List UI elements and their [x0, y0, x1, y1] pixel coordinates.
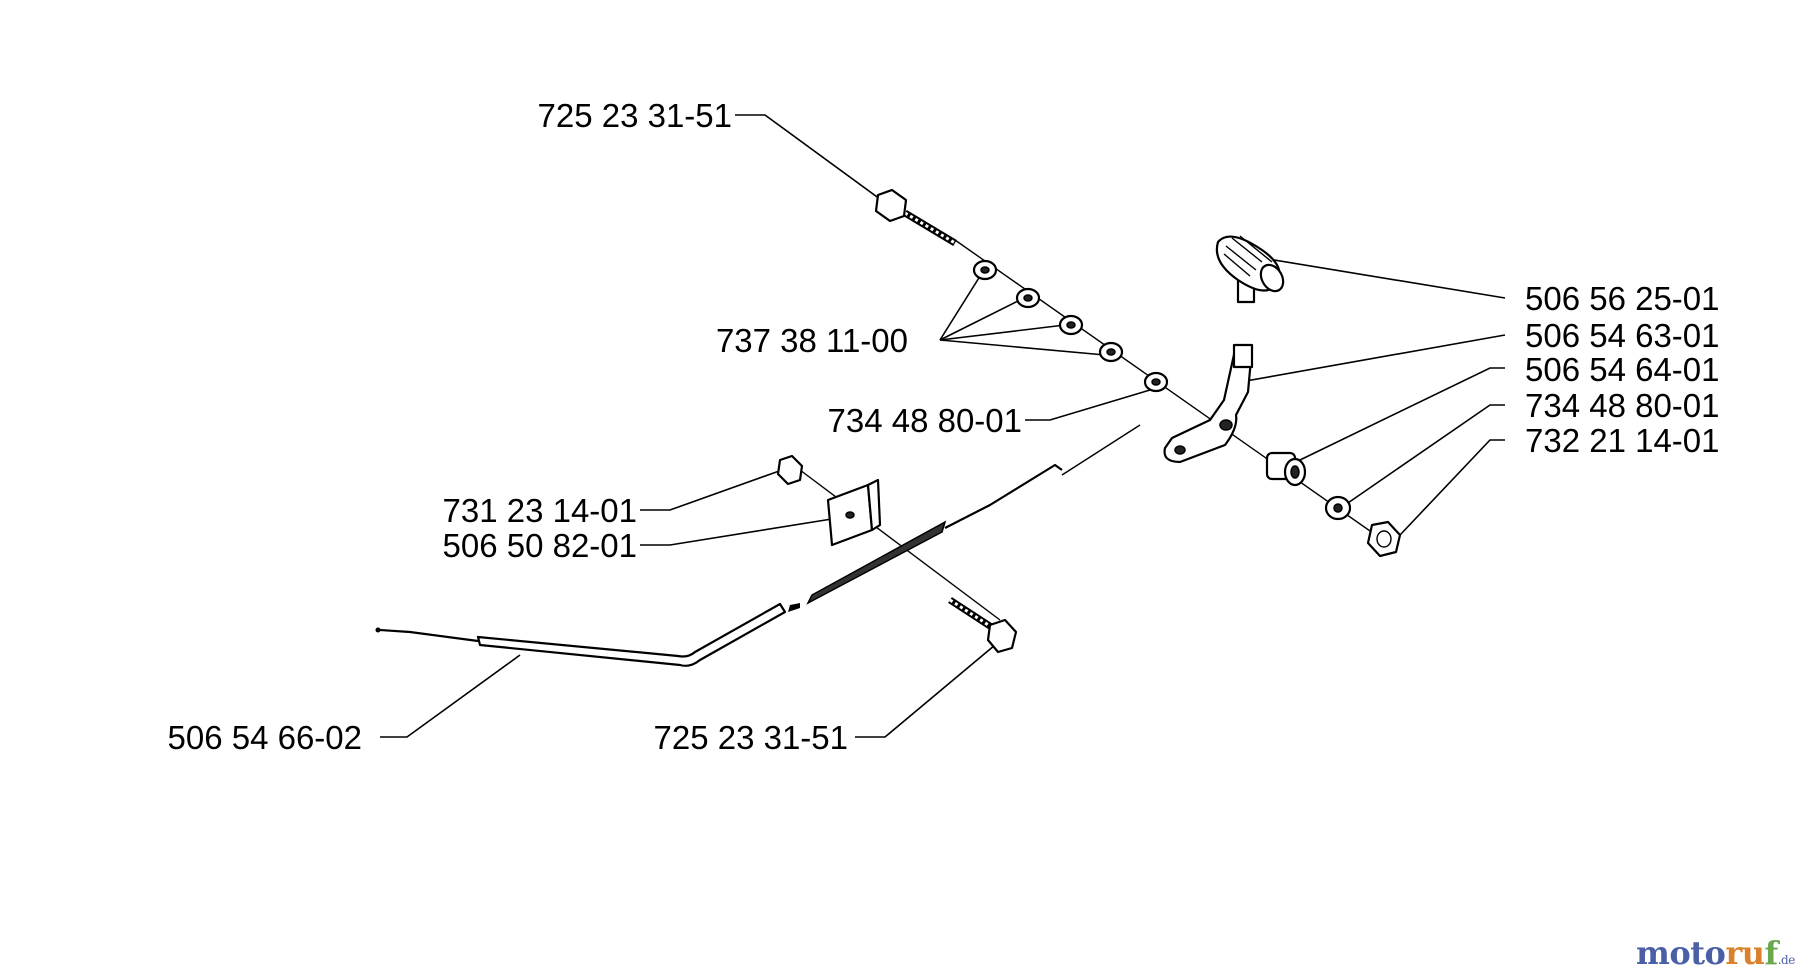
label-washer-right: 734 48 80-01: [1525, 387, 1720, 424]
spacer: [1265, 451, 1307, 487]
label-spacer: 506 54 64-01: [1525, 351, 1720, 388]
label-nut-left: 731 23 14-01: [442, 492, 637, 529]
label-washer-mid: 734 48 80-01: [827, 402, 1022, 439]
label-cable: 506 54 66-02: [167, 719, 362, 756]
cable: [375, 424, 1141, 667]
leader-lines: [380, 114, 1506, 738]
label-top-bolt: 725 23 31-51: [537, 97, 732, 134]
watermark-logo: motoruf.de: [1636, 934, 1795, 972]
watermark-part1: moto: [1636, 934, 1726, 972]
part-number-labels: 725 23 31-51 737 38 11-00 734 48 80-01 7…: [167, 97, 1719, 756]
label-nut-right: 732 21 14-01: [1525, 422, 1720, 459]
watermark-part3: f: [1764, 934, 1778, 972]
watermark-part2: ru: [1725, 934, 1765, 972]
knob: [1215, 235, 1285, 304]
label-clip: 506 50 82-01: [442, 527, 637, 564]
lever: [1163, 343, 1254, 464]
watermark-tld: .de: [1777, 953, 1796, 967]
washer-stack: [972, 259, 1169, 393]
clip-assembly: [776, 454, 1018, 654]
right-washer-and-nut: [1324, 495, 1402, 558]
label-knob: 506 56 25-01: [1525, 280, 1720, 317]
label-bottom-bolt: 725 23 31-51: [653, 719, 848, 756]
top-bolt: [874, 188, 957, 247]
label-lever: 506 54 63-01: [1525, 317, 1720, 354]
label-washers: 737 38 11-00: [716, 322, 908, 359]
